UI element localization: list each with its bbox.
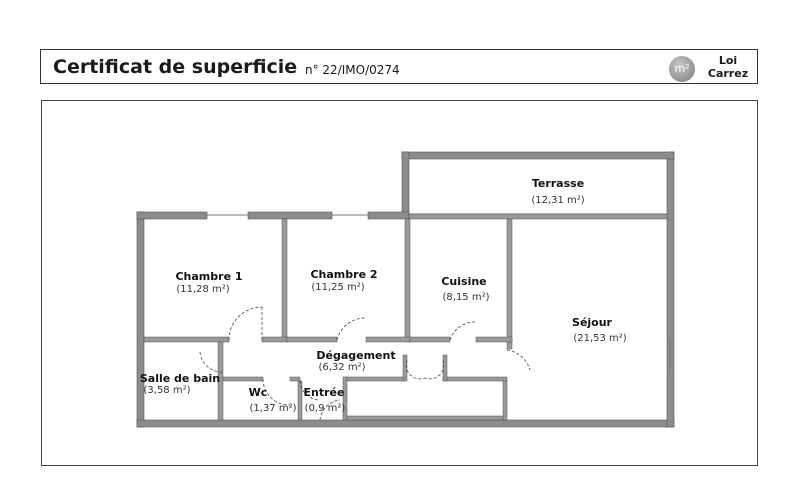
door-chambre2 <box>336 317 367 341</box>
door-entree-b <box>319 399 341 421</box>
door-swings <box>199 306 531 421</box>
wall-terrasse-bottom <box>408 213 668 220</box>
chambre2-name: Chambre 2 <box>310 268 377 281</box>
wall-bottom <box>136 419 675 428</box>
wall-lower-room-right <box>502 380 508 421</box>
door-sdb <box>199 351 223 373</box>
certificate-number: n° 22/IMO/0274 <box>305 63 400 77</box>
wall-top-2 <box>247 211 333 220</box>
wall-placard-right <box>442 354 448 382</box>
wall-cuisine-bottom-b <box>475 336 513 343</box>
wall-ch1-ch2 <box>281 218 288 340</box>
wall-placard-left <box>402 354 408 382</box>
chambre2-area: (11,25 m²) <box>311 282 364 293</box>
terrasse-name: Terrasse <box>532 177 584 190</box>
degagement-area: (6,32 m²) <box>319 362 366 373</box>
certificate-header: Certificat de superficie n° 22/IMO/0274 … <box>40 49 758 84</box>
wall-cuisine-sejour <box>506 218 513 350</box>
m2-badge-icon: m² <box>669 56 695 82</box>
wall-ch2-bottom-b <box>365 336 411 343</box>
wall-ch1-bottom-a <box>143 336 230 343</box>
wall-lower-room-bottom <box>346 415 504 421</box>
wall-corridor-c <box>344 376 406 382</box>
certificate-title: Certificat de superficie <box>53 56 298 78</box>
sejour-area: (21,53 m²) <box>573 333 626 344</box>
salle-de-bain-area: (3,58 m²) <box>144 385 191 396</box>
cuisine-name: Cuisine <box>441 275 486 288</box>
wall-entree-right <box>342 376 348 421</box>
door-sejour <box>506 349 531 371</box>
chambre1-area: (11,28 m²) <box>176 284 229 295</box>
door-cuisine <box>449 321 477 341</box>
wc-area: (1,37 m²) <box>250 403 297 414</box>
wall-corridor-b <box>289 376 301 382</box>
wall-right <box>666 151 675 428</box>
salle-de-bain-name: Salle de bain <box>140 372 220 385</box>
wall-ch2-cuisine <box>404 218 411 340</box>
door-wc <box>262 378 291 406</box>
wall-ch1-bottom-b <box>261 336 288 343</box>
wall-corridor-a <box>222 376 264 382</box>
degagement-name: Dégagement <box>316 349 395 362</box>
loi-carrez-label: Loi Carrez <box>705 54 751 80</box>
loi-carrez-line2: Carrez <box>707 67 749 80</box>
wall-top-3 <box>367 211 410 220</box>
door-entree-a <box>299 380 321 401</box>
cuisine-area: (8,15 m²) <box>443 292 490 303</box>
wall-cuisine-bottom-a <box>409 336 451 343</box>
windows <box>207 213 671 370</box>
loi-carrez-line1: Loi <box>718 54 738 67</box>
entree-name: Entrée <box>304 386 345 399</box>
wc-name: Wc <box>249 386 268 399</box>
sejour-name: Séjour <box>572 316 613 329</box>
entree-area: (0,9 m²) <box>305 403 346 414</box>
door-placard-a <box>405 359 426 380</box>
floor-plan-frame <box>41 100 758 466</box>
wall-top-1 <box>136 211 208 220</box>
door-placard-b <box>424 359 445 380</box>
door-chambre1 <box>228 306 263 341</box>
wall-terrasse-left <box>401 151 410 219</box>
exterior-walls <box>136 151 675 428</box>
wall-corridor-d <box>442 376 508 382</box>
terrasse-area: (12,31 m²) <box>531 195 584 206</box>
wall-terrasse-top <box>401 151 675 160</box>
room-labels: Terrasse (12,31 m²) Chambre 1 (11,28 m²)… <box>140 177 627 414</box>
wall-ch2-bottom-a <box>286 336 338 343</box>
interior-walls <box>143 213 668 421</box>
chambre1-name: Chambre 1 <box>175 270 242 283</box>
